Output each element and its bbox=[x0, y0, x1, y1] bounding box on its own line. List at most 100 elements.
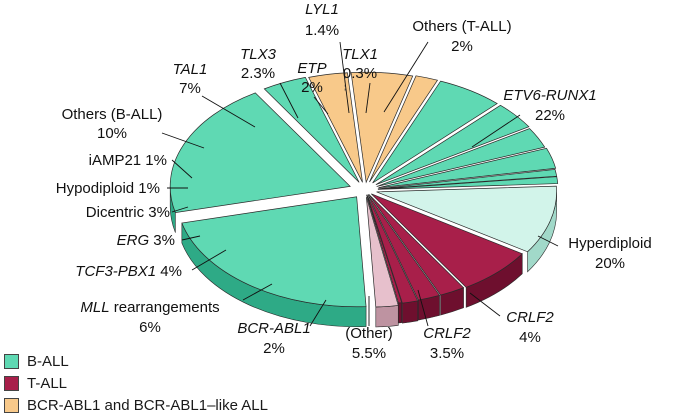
label-pct-erg: 3% bbox=[149, 232, 175, 249]
leader-iamp21 bbox=[171, 159, 193, 179]
label-pct-hypodiploid: 1% bbox=[134, 180, 160, 197]
leader-erg bbox=[181, 235, 201, 241]
label-erg: ERG 3% bbox=[117, 232, 175, 249]
legend-label-t-all: T-ALL bbox=[27, 374, 68, 392]
label-name-lyl1: LYL1 bbox=[305, 1, 339, 18]
leader-crlf2-b bbox=[469, 292, 501, 317]
legend-swatch-bcr-abl1 bbox=[4, 397, 19, 413]
label-pct-hyperdiploid: 20% bbox=[595, 255, 625, 272]
label-name-iamp21: iAMP21 bbox=[89, 152, 142, 169]
label-mll: MLL rearrangements bbox=[80, 299, 219, 316]
slice-etv6 bbox=[181, 196, 367, 308]
label-lyl1: LYL1 bbox=[305, 1, 339, 18]
label-pct-dicentric: 3% bbox=[144, 204, 170, 221]
label-etv6: ETV6-RUNX1 bbox=[503, 87, 596, 104]
label-pct-mll: 6% bbox=[139, 319, 161, 336]
label-pct-crlf2-like: 3.5% bbox=[430, 345, 464, 362]
label-name-crlf2-b: CRLF2 bbox=[506, 309, 554, 326]
label-pct-bcr-abl1: 2% bbox=[263, 340, 285, 357]
label-pct-etv6: 22% bbox=[535, 107, 565, 124]
slice-erg bbox=[376, 128, 546, 187]
legend-label-bcr-abl1: BCR-ABL1 and BCR-ABL1–like ALL bbox=[27, 396, 268, 414]
label-name-etp: ETP bbox=[297, 60, 326, 77]
legend-item-t-all: T-ALL bbox=[4, 372, 268, 394]
slice-bcr-abl1 bbox=[369, 75, 439, 183]
label-pct-crlf2-b: 4% bbox=[519, 329, 541, 346]
slice-tcf3 bbox=[375, 104, 530, 186]
legend-item-b-all: B-ALL bbox=[4, 350, 268, 372]
legend-swatch-b-all bbox=[4, 353, 19, 369]
label-etp: ETP bbox=[297, 60, 326, 77]
slice-crlf2-like bbox=[308, 72, 363, 183]
legend-item-bcr-abl1: BCR-ABL1 and BCR-ABL1–like ALL bbox=[4, 394, 268, 416]
leader-others-b bbox=[161, 132, 205, 149]
leader-tal1 bbox=[201, 95, 256, 128]
label-name-hyperdiploid: Hyperdiploid bbox=[568, 235, 651, 252]
leader-dicentric bbox=[171, 206, 189, 213]
slice-side-tlx1 bbox=[398, 302, 402, 324]
label-crlf2-like: CRLF2 bbox=[423, 325, 471, 342]
label-name-others-b: Others (B-ALL) bbox=[62, 106, 163, 123]
label-pct-others-t: 2% bbox=[451, 38, 473, 55]
slice-mll bbox=[372, 80, 498, 184]
label-hypodiploid: Hypodiploid 1% bbox=[56, 180, 160, 197]
pie-sides bbox=[169, 186, 557, 328]
label-iamp21: iAMP21 1% bbox=[89, 152, 167, 169]
leader-etv6 bbox=[471, 114, 521, 148]
leader-etp bbox=[313, 96, 329, 115]
slice-crlf2-b bbox=[263, 77, 360, 183]
leader-bcr-abl1 bbox=[309, 299, 327, 327]
label-pct-tcf3: 4% bbox=[156, 263, 182, 280]
label-other-like: (Other) bbox=[345, 325, 393, 342]
label-tcf3: TCF3-PBX1 4% bbox=[75, 263, 182, 280]
label-tal1: TAL1 bbox=[173, 61, 208, 78]
slice-side-lyl1 bbox=[402, 300, 419, 324]
leader-tlx3 bbox=[279, 82, 299, 119]
slice-tal1 bbox=[371, 193, 523, 288]
leader-mll bbox=[242, 283, 273, 301]
label-name-tlx1: TLX1 bbox=[342, 46, 378, 63]
label-pct-tal1: 7% bbox=[179, 80, 201, 97]
label-name-tlx3: TLX3 bbox=[240, 46, 277, 63]
label-name-crlf2-like: CRLF2 bbox=[423, 325, 471, 342]
label-pct-lyl1: 1.4% bbox=[305, 22, 339, 39]
leader-lyl1 bbox=[339, 41, 350, 114]
leader-lines bbox=[161, 41, 559, 327]
leader-tlx1 bbox=[365, 82, 371, 114]
slice-iamp21 bbox=[377, 176, 559, 190]
label-dicentric: Dicentric 3% bbox=[86, 204, 170, 221]
label-others-b: Others (B-ALL) bbox=[62, 106, 163, 123]
slice-lyl1 bbox=[366, 195, 419, 304]
label-name-mll: MLL bbox=[80, 299, 109, 316]
label-pct-other-like: 5.5% bbox=[352, 345, 386, 362]
label-tlx3: TLX3 bbox=[240, 46, 277, 63]
label-name-dicentric: Dicentric bbox=[86, 204, 145, 221]
slice-side-others-t bbox=[375, 305, 399, 328]
slice-etp bbox=[367, 194, 441, 301]
pie-tops bbox=[169, 71, 559, 308]
label-pct-etp: 2% bbox=[301, 79, 323, 96]
leader-hyperdiploid bbox=[537, 235, 559, 247]
slice-other-like bbox=[350, 71, 414, 184]
label-pct-iamp21: 1% bbox=[141, 152, 167, 169]
slice-others-t bbox=[366, 197, 399, 308]
label-pct-tlx3: 2.3% bbox=[241, 65, 275, 82]
label-name2-mll: rearrangements bbox=[110, 299, 220, 316]
leader-others-t bbox=[383, 41, 429, 113]
label-pct-tlx1: 0.3% bbox=[343, 65, 377, 82]
legend-swatch-t-all bbox=[4, 375, 19, 391]
label-name-bcr-abl1: BCR-ABL1 bbox=[237, 320, 310, 337]
label-name-tcf3: TCF3-PBX1 bbox=[75, 263, 156, 280]
label-tlx1: TLX1 bbox=[342, 46, 378, 63]
slice-tlx1 bbox=[366, 194, 403, 304]
leader-crlf2-like bbox=[417, 289, 429, 327]
label-name-erg: ERG bbox=[117, 232, 150, 249]
label-others-t: Others (T-ALL) bbox=[412, 18, 511, 35]
slice-labels: ETV6-RUNX1 22% Hyperdiploid 20% CRLF2 4% CRLF2… bbox=[56, 1, 652, 362]
slice-tlx3 bbox=[368, 194, 465, 296]
slice-hypodiploid bbox=[377, 169, 558, 190]
slice-dicentric bbox=[378, 147, 557, 189]
label-name-hypodiploid: Hypodiploid bbox=[56, 180, 134, 197]
